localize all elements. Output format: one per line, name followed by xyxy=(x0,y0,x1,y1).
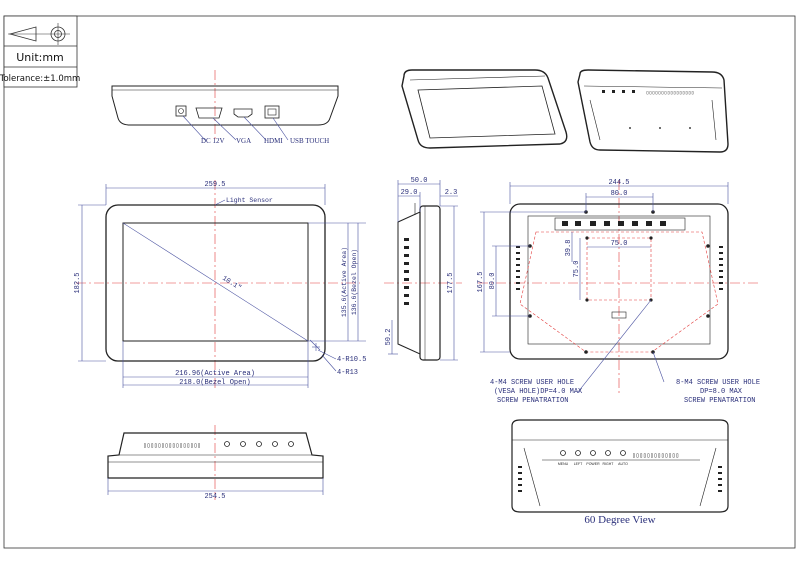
bottom-vent-row: ▯▯▯▯▯▯▯▯▯▯▯▯▯▯▯▯ xyxy=(143,442,201,449)
title-block: Unit:mm Tolerance:±1.0mm xyxy=(0,15,80,88)
active-height-dim: 135.6(Active Area) xyxy=(341,247,348,317)
iso-rear-view: ▯▯▯▯▯▯▯▯▯▯▯▯▯▯▯▯ xyxy=(577,69,729,153)
notes: 4-M4 SCREW USER HOLE (VESA HOLE)DP=4.0 M… xyxy=(490,299,760,405)
side-view: 50.0 29.0 2.3 177.5 50.2 xyxy=(384,177,462,361)
bezel-width-dim: 218.0(Bezel Open) xyxy=(179,379,250,387)
btn-label-auto: AUTO xyxy=(618,462,628,466)
rear-view: 244.5 80.0 75.0 75.0 39.8 167.5 80.0 xyxy=(477,179,760,395)
side-offset-dim: 50.2 xyxy=(385,329,393,346)
side-thickness-dim: 2.3 xyxy=(445,189,458,197)
bezel-height-dim: 136.6(Bezel Open) xyxy=(351,249,358,315)
unit-label: Unit:mm xyxy=(16,51,64,64)
vesa-square xyxy=(586,237,652,301)
diagonal-label: 10.1" xyxy=(220,275,242,293)
side-height-dim: 177.5 xyxy=(447,272,455,293)
bottom-view: ▯▯▯▯▯▯▯▯▯▯▯▯▯▯▯▯ 254.5 xyxy=(107,425,324,501)
user-note-2: DP=8.0 MAX xyxy=(700,388,743,396)
radius-outer-label: 4-R13 xyxy=(337,369,358,377)
front-height-dim: 182.5 xyxy=(74,272,82,293)
side-depth-dim: 50.0 xyxy=(411,177,428,185)
vesa-width-dim: 75.0 xyxy=(611,240,628,248)
btn-label-right: RIGHT xyxy=(603,462,615,466)
side-depth2-dim: 29.0 xyxy=(401,189,418,197)
vesa-note-1: 4-M4 SCREW USER HOLE xyxy=(490,379,574,387)
label-hdmi: HDMI xyxy=(264,137,283,145)
rear-width-dim: 244.5 xyxy=(608,179,629,187)
btn-label-left: LEFT xyxy=(574,462,583,466)
active-width-dim: 216.96(Active Area) xyxy=(175,370,255,378)
top-view: DC 12V VGA HDMI USB TOUCH xyxy=(111,70,339,145)
label-vga: VGA xyxy=(236,137,251,145)
label-usb-touch: USB TOUCH xyxy=(290,137,329,145)
angle-view: MENU LEFT POWER RIGHT AUTO ▯▯▯▯▯▯▯▯▯▯▯▯▯… xyxy=(511,419,729,526)
vesa-note-3: SCREW PENATRATION xyxy=(497,397,568,405)
btn-label-power: POWER xyxy=(586,462,600,466)
angle-vent-row: ▯▯▯▯▯▯▯▯▯▯▯▯▯ xyxy=(632,452,679,459)
tolerance-label: Tolerance:±1.0mm xyxy=(0,74,80,84)
front-view: 10.1" Light Sensor 259.5 182.5 216.96(Ac… xyxy=(74,180,366,390)
btn-label-menu: MENU xyxy=(558,462,569,466)
angle-view-caption: 60 Degree View xyxy=(584,514,655,526)
projection-symbol xyxy=(8,23,70,45)
bottom-width-dim: 254.5 xyxy=(204,493,225,501)
vesa-height-dim: 75.0 xyxy=(573,261,581,278)
iso-rear-pins: ▯▯▯▯▯▯▯▯▯▯▯▯▯▯▯▯ xyxy=(646,90,694,96)
label-dc: DC 12V xyxy=(201,137,225,145)
rear-hole-height-dim: 80.0 xyxy=(489,273,497,290)
rear-hole-span-dim: 80.0 xyxy=(611,190,628,198)
rear-height-dim: 167.5 xyxy=(477,271,485,292)
front-width-dim: 259.5 xyxy=(204,181,225,189)
drawing-frame xyxy=(3,15,796,549)
iso-front-view xyxy=(401,69,568,149)
vga-port-icon xyxy=(195,107,223,119)
light-sensor-label: Light Sensor xyxy=(226,197,273,204)
user-note-3: SCREW PENATRATION xyxy=(684,397,755,405)
usb-port-icon xyxy=(264,105,280,119)
rear-body xyxy=(509,203,729,360)
dc-jack-icon xyxy=(175,105,187,117)
vesa-note-2: (VESA HOLE)DP=4.0 MAX xyxy=(494,388,583,396)
front-screen xyxy=(122,222,309,342)
hdmi-port-icon xyxy=(233,108,253,118)
radius-inner-label: 4-R10.5 xyxy=(337,356,366,364)
user-note-1: 8-M4 SCREW USER HOLE xyxy=(676,379,760,387)
vesa-offset-dim: 39.8 xyxy=(565,240,573,257)
